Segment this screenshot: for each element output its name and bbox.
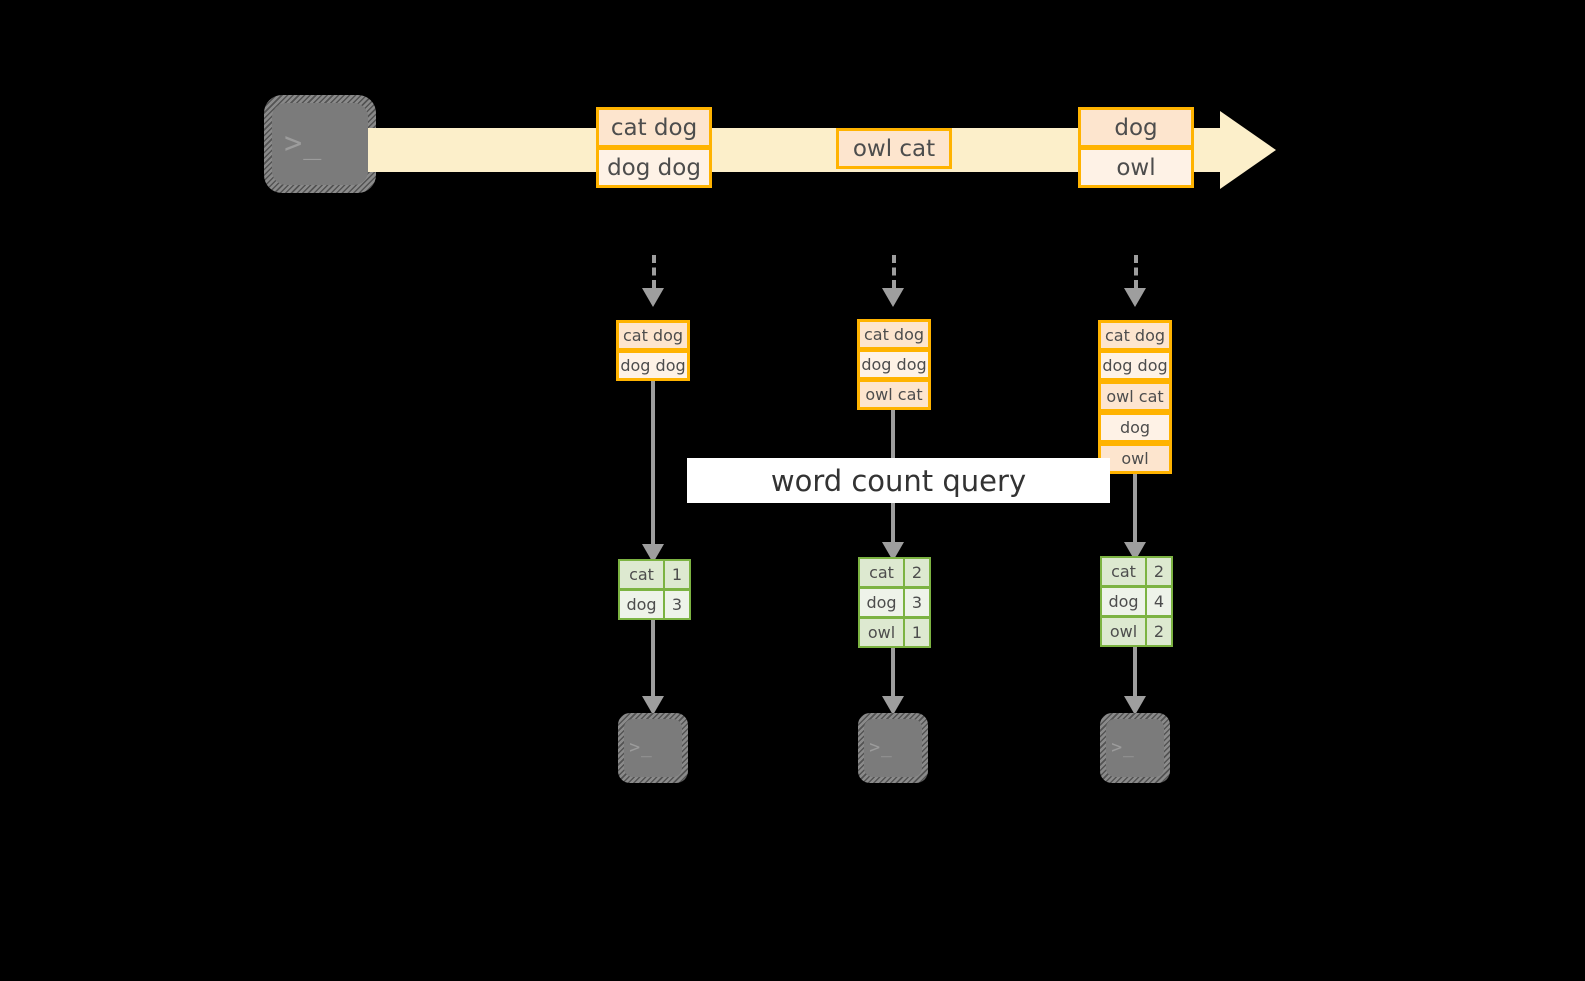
output-arrowhead	[1124, 696, 1146, 715]
snapshot-line: cat dog	[1098, 320, 1172, 351]
snapshot-line: owl cat	[857, 379, 931, 410]
stream-record: owl cat	[836, 128, 952, 169]
snapshot-line: cat dog	[857, 319, 931, 350]
result-cell-word: dog	[618, 589, 665, 620]
query-arrowhead	[642, 544, 664, 563]
result-cell-count: 1	[903, 617, 931, 648]
snapshot-tap-connector	[892, 255, 896, 288]
output-connector	[891, 648, 895, 696]
result-cell-word: cat	[618, 559, 665, 590]
result-cell-count: 2	[1145, 616, 1173, 647]
result-cell-word: cat	[1100, 556, 1147, 587]
terminal-prompt-glyph: >_	[869, 737, 893, 758]
query-connector	[651, 381, 655, 544]
snapshot-line: owl	[1098, 443, 1172, 474]
producer-terminal-icon: >_	[264, 95, 376, 193]
snapshot-tap-arrowhead	[642, 288, 664, 307]
terminal-screen	[864, 719, 922, 777]
snapshot-line: cat dog	[616, 320, 690, 351]
result-cell-word: cat	[858, 557, 905, 588]
consumer-terminal-icon: >_	[858, 713, 928, 783]
snapshot-line: dog	[1098, 412, 1172, 443]
stream-record: dog dog	[596, 147, 712, 188]
stream-arrowhead	[1220, 111, 1276, 189]
result-cell-count: 3	[663, 589, 691, 620]
result-cell-count: 3	[903, 587, 931, 618]
terminal-screen	[272, 103, 368, 185]
snapshot-tap-connector	[1134, 255, 1138, 288]
result-cell-word: dog	[858, 587, 905, 618]
query-connector	[1133, 474, 1137, 542]
snapshot-tap-connector	[652, 255, 656, 288]
result-cell-count: 2	[903, 557, 931, 588]
result-cell-count: 1	[663, 559, 691, 590]
consumer-terminal-icon: >_	[1100, 713, 1170, 783]
terminal-screen	[1106, 719, 1164, 777]
result-cell-count: 2	[1145, 556, 1173, 587]
terminal-prompt-glyph: >_	[629, 737, 653, 758]
terminal-screen	[624, 719, 682, 777]
snapshot-line: dog dog	[857, 349, 931, 380]
snapshot-line: owl cat	[1098, 381, 1172, 412]
stream-record: cat dog	[596, 107, 712, 148]
terminal-prompt-glyph: >_	[1111, 737, 1135, 758]
output-connector	[651, 620, 655, 696]
terminal-prompt-glyph: >_	[284, 126, 323, 161]
result-cell-word: owl	[1100, 616, 1147, 647]
query-arrowhead	[882, 542, 904, 561]
snapshot-line: dog dog	[616, 350, 690, 381]
result-cell-count: 4	[1145, 586, 1173, 617]
output-connector	[1133, 647, 1137, 696]
snapshot-line: dog dog	[1098, 350, 1172, 381]
stream-record: owl	[1078, 147, 1194, 188]
snapshot-tap-arrowhead	[1124, 288, 1146, 307]
query-label-banner: word count query	[687, 458, 1110, 503]
result-cell-word: owl	[858, 617, 905, 648]
output-arrowhead	[642, 696, 664, 715]
output-arrowhead	[882, 696, 904, 715]
snapshot-tap-arrowhead	[882, 288, 904, 307]
consumer-terminal-icon: >_	[618, 713, 688, 783]
stream-record: dog	[1078, 107, 1194, 148]
result-cell-word: dog	[1100, 586, 1147, 617]
